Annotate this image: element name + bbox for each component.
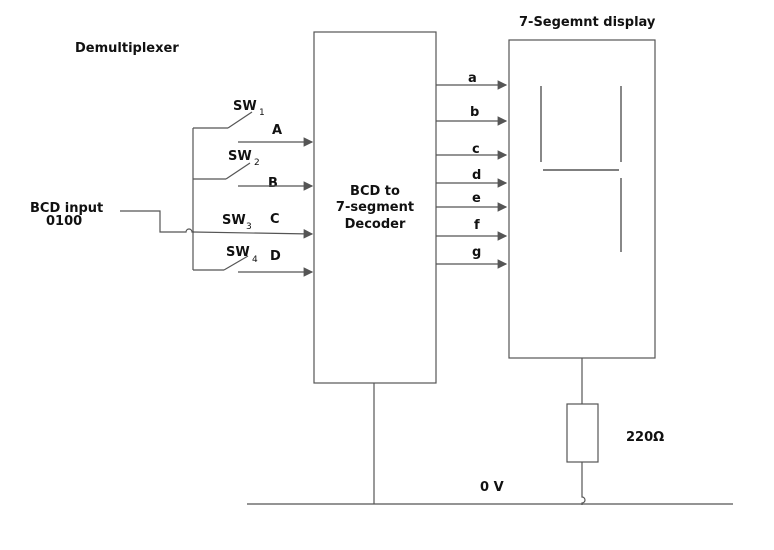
switch-2-sub: 2 bbox=[254, 158, 260, 168]
bcd-input-label: BCD input bbox=[30, 201, 103, 216]
segment-e-label: e bbox=[472, 191, 481, 206]
input-b-label: B bbox=[268, 176, 278, 191]
switch-3-sub: 3 bbox=[246, 222, 252, 232]
decoder-label-line2: 7-segment bbox=[336, 200, 414, 215]
switch-1-sub: 1 bbox=[259, 108, 265, 118]
input-c-label: C bbox=[270, 212, 280, 227]
switch-4[interactable]: SW 4 bbox=[193, 245, 258, 271]
input-c-wire bbox=[192, 229, 314, 239]
segment-d-label: d bbox=[472, 168, 481, 183]
switch-1-name: SW bbox=[233, 99, 257, 114]
resistor bbox=[566, 403, 599, 463]
switch-4-name: SW bbox=[226, 245, 250, 260]
segment-a-label: a bbox=[468, 71, 477, 86]
bcd-input-wire bbox=[120, 210, 194, 233]
switch-4-sub: 4 bbox=[252, 255, 258, 265]
decoder-label-line1: BCD to bbox=[350, 184, 400, 199]
segment-g-label: g bbox=[472, 245, 481, 260]
resistor-value: 220Ω bbox=[626, 430, 664, 445]
decoder-label-line3: Decoder bbox=[345, 217, 406, 232]
ground-label: 0 V bbox=[480, 480, 504, 495]
switch-2-name: SW bbox=[228, 149, 252, 164]
decoder-box bbox=[313, 31, 437, 384]
segment-f-label: f bbox=[474, 218, 480, 233]
switch-2[interactable]: SW 2 bbox=[193, 149, 260, 180]
seven-segment-display bbox=[508, 39, 656, 359]
demux-title: Demultiplexer bbox=[75, 41, 179, 56]
resistor-bottom-wire bbox=[581, 462, 586, 505]
input-a-label: A bbox=[272, 123, 282, 138]
input-d-label: D bbox=[270, 249, 281, 264]
bcd-input-value: 0100 bbox=[46, 214, 82, 229]
display-title: 7-Segemnt display bbox=[519, 15, 656, 30]
segment-b-label: b bbox=[470, 105, 479, 120]
switch-3-name: SW bbox=[222, 213, 246, 228]
switch-3[interactable]: SW 3 bbox=[222, 213, 252, 232]
switch-1[interactable]: SW 1 bbox=[193, 99, 265, 129]
segment-c-label: c bbox=[472, 142, 480, 157]
